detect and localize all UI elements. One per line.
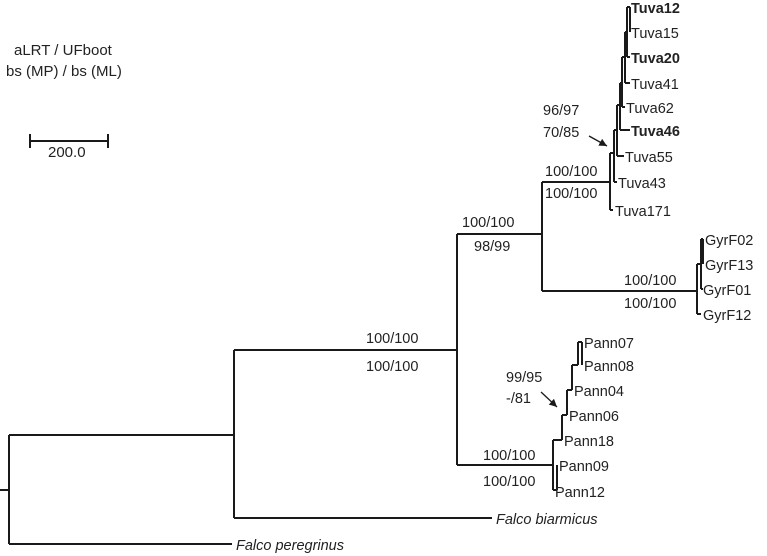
taxon-label-tuva20: Tuva20 xyxy=(631,51,680,67)
support-label-pann-clade-top: 100/100 xyxy=(483,448,535,464)
scale-bar xyxy=(29,134,109,148)
branch-gyrf-clade xyxy=(696,238,704,315)
taxon-label-gyrf13: GyrF13 xyxy=(705,258,753,274)
taxon-label-tuva62: Tuva62 xyxy=(626,101,674,117)
taxon-label-tuva46: Tuva46 xyxy=(631,124,680,140)
support-label-ingroup-top: 100/100 xyxy=(366,331,418,347)
legend-support-line-2: bs (MP) / bs (ML) xyxy=(6,63,122,80)
branch-root xyxy=(0,434,234,545)
taxon-label-pann12: Pann12 xyxy=(555,485,605,501)
support-label-pann-inner-top: 99/95 xyxy=(506,370,542,386)
taxon-label-pann09: Pann09 xyxy=(559,459,609,475)
taxon-label-tuva41: Tuva41 xyxy=(631,77,679,93)
branch-pann-clade xyxy=(552,341,583,491)
pann-inner-node-arrow xyxy=(540,391,558,408)
scale-bar-label: 200.0 xyxy=(48,144,86,161)
support-label-gyrf-clade-bottom: 100/100 xyxy=(624,296,676,312)
taxon-label-pann18: Pann18 xyxy=(564,434,614,450)
taxon-label-tuva171: Tuva171 xyxy=(615,204,671,220)
taxon-label-gyrf12: GyrF12 xyxy=(703,308,751,324)
branch-tuva-clade xyxy=(609,6,631,211)
taxon-label-falco-peregrinus: Falco peregrinus xyxy=(236,538,344,554)
taxon-label-gyrf02: GyrF02 xyxy=(705,233,753,249)
branch-tuva-gyr xyxy=(541,181,697,292)
support-label-pann-clade-bottom: 100/100 xyxy=(483,474,535,490)
taxon-label-pann04: Pann04 xyxy=(574,384,624,400)
taxon-label-tuva12: Tuva12 xyxy=(631,1,680,17)
branch-ingroup xyxy=(233,349,492,519)
support-label-tuva-inner-top: 96/97 xyxy=(543,103,579,119)
taxon-label-pann07: Pann07 xyxy=(584,336,634,352)
legend-support-line-1: aLRT / UFboot xyxy=(14,42,112,59)
taxon-label-gyrf01: GyrF01 xyxy=(703,283,751,299)
taxon-label-tuva15: Tuva15 xyxy=(631,26,679,42)
taxon-label-tuva43: Tuva43 xyxy=(618,176,666,192)
support-label-tuva-clade-top: 100/100 xyxy=(545,164,597,180)
taxon-label-pann08: Pann08 xyxy=(584,359,634,375)
support-label-pann-inner-bottom: -/81 xyxy=(506,391,531,407)
tuva-inner-node-arrow xyxy=(588,135,608,147)
support-label-tuva-clade-bottom: 100/100 xyxy=(545,186,597,202)
taxon-label-falco-biarmicus: Falco biarmicus xyxy=(496,512,598,528)
branch-tuva-gyr-pann xyxy=(456,233,553,466)
support-label-tuva-gyr-top: 100/100 xyxy=(462,215,514,231)
support-label-gyrf-clade-top: 100/100 xyxy=(624,273,676,289)
support-label-tuva-gyr-bottom: 98/99 xyxy=(474,239,510,255)
taxon-label-tuva55: Tuva55 xyxy=(625,150,673,166)
support-label-tuva-inner-bottom: 70/85 xyxy=(543,125,579,141)
taxon-label-pann06: Pann06 xyxy=(569,409,619,425)
support-label-ingroup-bottom: 100/100 xyxy=(366,359,418,375)
